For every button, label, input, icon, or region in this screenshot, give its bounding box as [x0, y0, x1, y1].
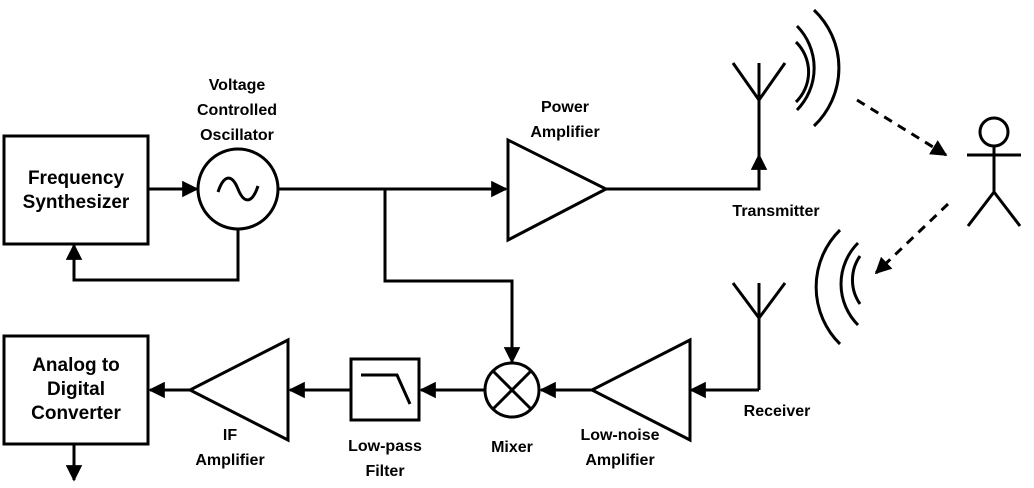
adc-label: Analog to Digital Converter [31, 355, 121, 424]
power-amplifier-label: Power Amplifier [530, 99, 600, 141]
pa-to-antenna-arrow [606, 153, 768, 191]
receiver-label: Receiver [743, 403, 811, 420]
adc-box [2, 334, 150, 446]
if-amplifier-symbol [186, 337, 290, 443]
transmit-waves-icon [794, 8, 841, 128]
receive-antenna-icon [731, 282, 787, 390]
low-pass-filter-label: Low-pass Filter [348, 438, 422, 480]
outgoing-signal-arrow [856, 98, 948, 157]
lo-to-mixer-arrow [383, 189, 521, 364]
person-icon [966, 116, 1022, 227]
vco-label: Voltage Controlled Oscillator [197, 77, 277, 144]
mixer-label: Mixer [491, 439, 533, 456]
reflected-signal-arrow [874, 202, 950, 275]
mixer-symbol [483, 361, 541, 419]
vco-feedback-arrow [65, 229, 240, 282]
if-amplifier-label: IF Amplifier [195, 427, 265, 469]
frequency-synthesizer-label: Frequency Synthesizer [22, 168, 130, 213]
sine-icon [216, 176, 260, 202]
power-amplifier-symbol [506, 137, 610, 243]
low-noise-amplifier-label: Low-noise Amplifier [580, 427, 660, 469]
low-pass-filter-symbol [349, 357, 421, 422]
receive-waves-icon [814, 228, 862, 346]
transmitter-label: Transmitter [732, 203, 820, 220]
